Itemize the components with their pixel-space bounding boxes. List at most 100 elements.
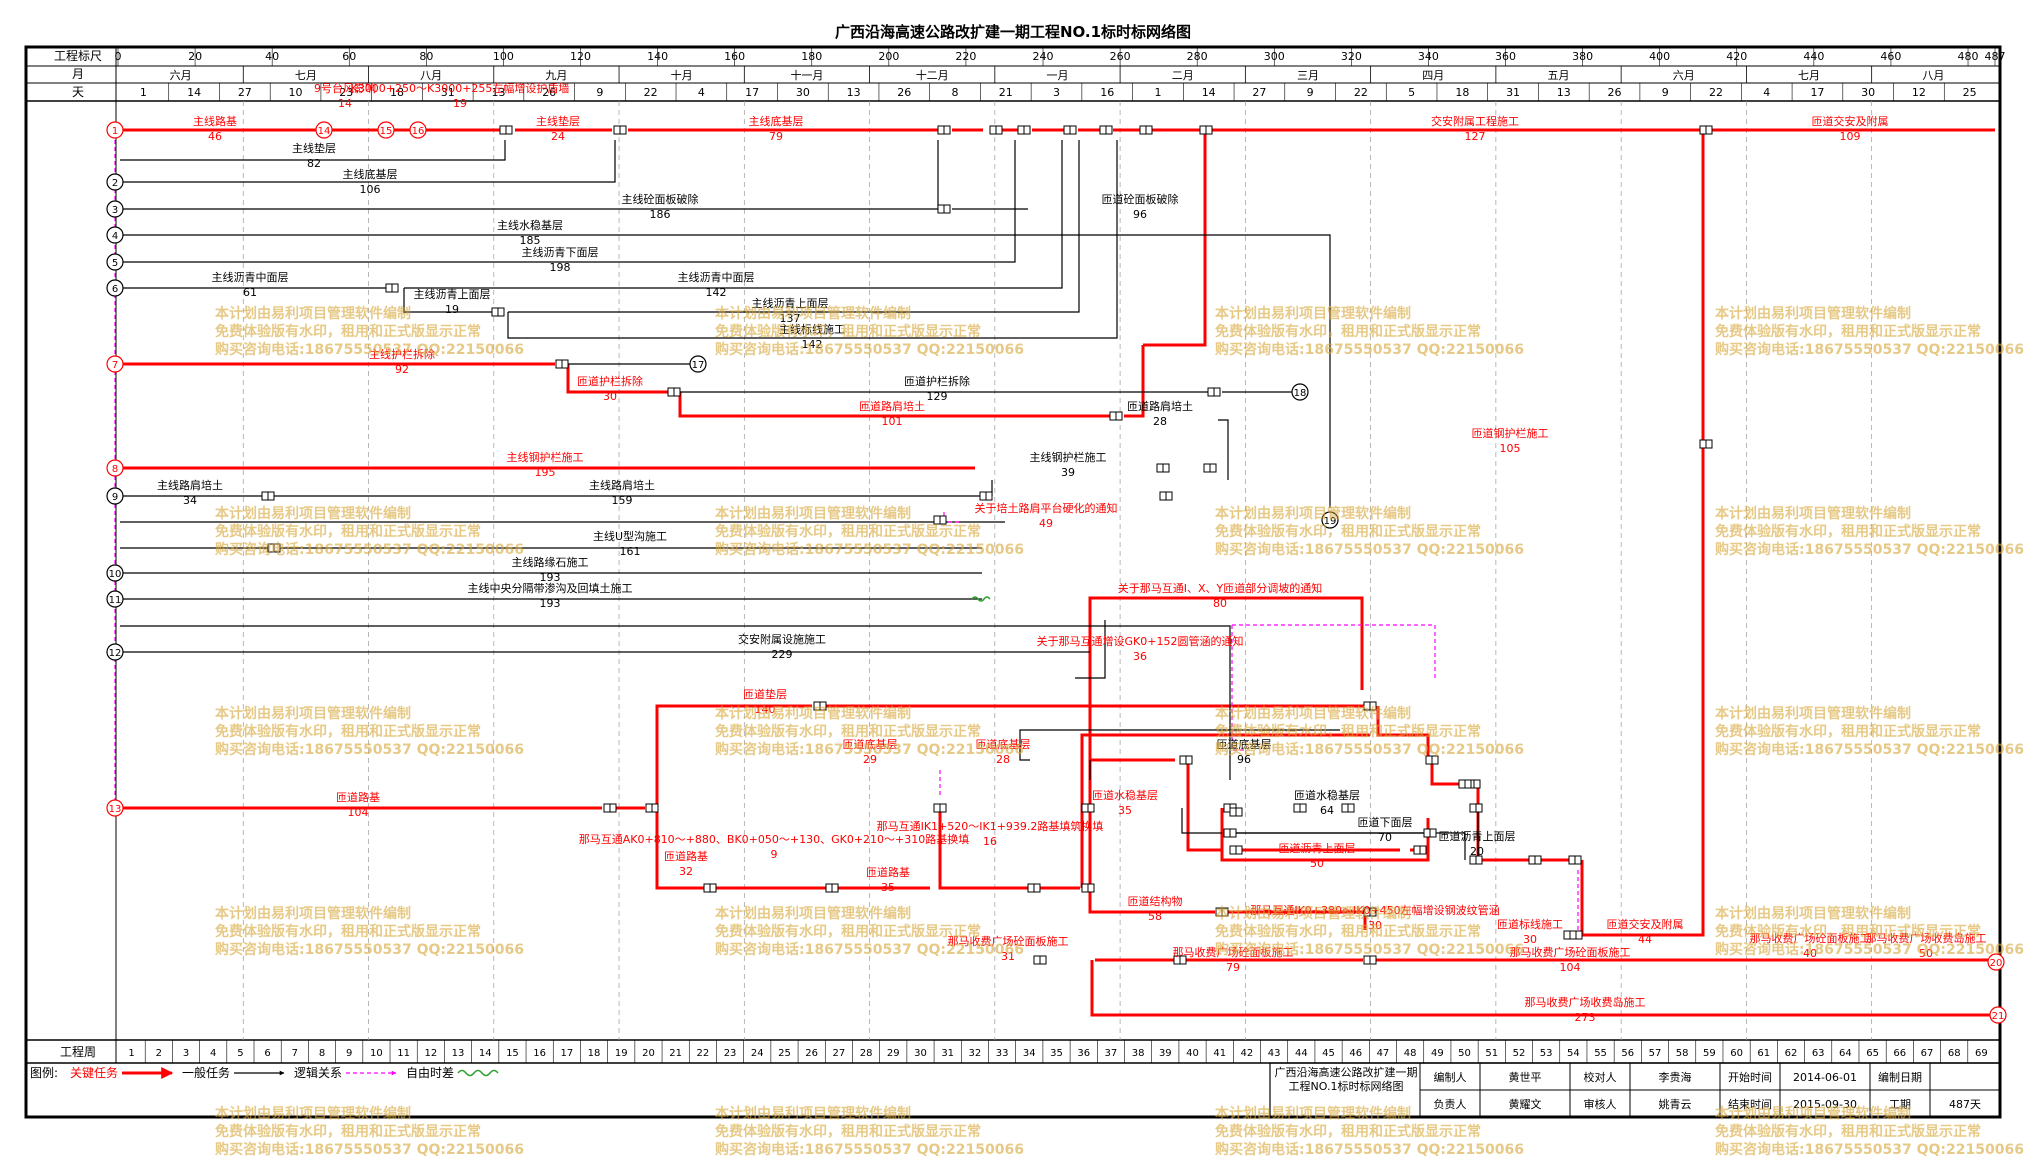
week-cell: 29 xyxy=(887,1048,900,1059)
week-cell: 2 xyxy=(156,1048,162,1059)
task-duration: 50 xyxy=(1310,857,1324,870)
start-date: 2014-06-01 xyxy=(1793,1071,1857,1084)
wave-line xyxy=(971,596,991,602)
task-duration: 19 xyxy=(445,303,459,316)
week-cell: 54 xyxy=(1567,1048,1580,1059)
task-duration: 30 xyxy=(603,390,617,403)
network-node: 1 xyxy=(106,121,124,139)
task-duration: 198 xyxy=(550,261,571,274)
normal-paths xyxy=(120,140,1479,860)
node-number: 12 xyxy=(109,648,122,659)
task-name: 主线路基 xyxy=(193,114,237,128)
task-name: 主线沥青下面层 xyxy=(522,245,599,259)
week-cell: 61 xyxy=(1757,1048,1770,1059)
week-cell: 20 xyxy=(642,1048,655,1059)
task-name: 关于培土路肩平台硬化的通知 xyxy=(975,501,1118,515)
task-name: 匝道钢护栏施工 xyxy=(1472,426,1549,440)
week-cell: 19 xyxy=(615,1048,628,1059)
task-duration: 79 xyxy=(769,130,783,143)
task-duration: 127 xyxy=(1465,130,1486,143)
network-node: 10 xyxy=(106,564,124,582)
task-duration: 32 xyxy=(679,865,693,878)
scale-tick: 320 xyxy=(1341,50,1362,63)
scale-tick: 300 xyxy=(1264,50,1285,63)
week-cell: 22 xyxy=(696,1048,709,1059)
reviewer-label: 审核人 xyxy=(1584,1097,1617,1111)
task-name: 关于那马互通增设GK0+152圆管涵的通知 xyxy=(1037,634,1244,648)
month-cell: 十月 xyxy=(671,68,693,82)
network-node: 20 xyxy=(1987,953,2005,971)
node-number: 9 xyxy=(112,492,118,503)
week-cell: 30 xyxy=(914,1048,927,1059)
scale-label: 工程标尺 xyxy=(54,48,102,63)
task-duration: 28 xyxy=(996,753,1010,766)
day-cell: 31 xyxy=(1506,86,1520,99)
network-node: 4 xyxy=(106,226,124,244)
title-block: 广西沿海高速公路改扩建一期工程NO.1标时标网络图 编制人 黄世平 校对人 李贵… xyxy=(1269,1062,2001,1118)
task-duration: 193 xyxy=(540,571,561,584)
day-cell: 9 xyxy=(1307,86,1314,99)
task-duration: 14 xyxy=(338,97,352,110)
day-cell: 26 xyxy=(1608,86,1622,99)
day-cell: 27 xyxy=(1252,86,1266,99)
task-label: 那马互通AK0+810～+880、BK0+050～+130、GK0+210～+3… xyxy=(579,832,970,861)
end-label: 结束时间 xyxy=(1728,1098,1772,1111)
task-name: 9号台风影响 xyxy=(314,81,376,95)
week-cell: 67 xyxy=(1921,1048,1934,1059)
task-duration: 34 xyxy=(183,494,197,507)
task-name: K3000+250～K3000+255左幅增设护盾墙 xyxy=(351,81,570,95)
day-cell: 22 xyxy=(1354,86,1368,99)
checker-label: 校对人 xyxy=(1584,1070,1617,1084)
day-cell: 14 xyxy=(1202,86,1216,99)
node-number: 17 xyxy=(692,360,705,371)
task-name: 匝道路基 xyxy=(336,790,380,804)
day-cell: 9 xyxy=(596,86,603,99)
week-cell: 13 xyxy=(452,1048,465,1059)
lead-label: 负责人 xyxy=(1434,1097,1467,1111)
scale-tick: 480 xyxy=(1958,50,1979,63)
task-duration: 137 xyxy=(780,312,801,325)
task-duration: 64 xyxy=(1320,804,1334,817)
week-cell: 28 xyxy=(860,1048,873,1059)
task-name: 主线标线施工 xyxy=(779,322,845,336)
task-duration: 50 xyxy=(1919,947,1933,960)
task-labels: 主线路基46主线垫层829号台风影响14K3000+250～K3000+255左… xyxy=(157,81,1987,1024)
month-cell: 六月 xyxy=(170,69,192,82)
day-cell: 1 xyxy=(140,86,147,99)
task-duration: 80 xyxy=(1213,597,1227,610)
task-duration: 101 xyxy=(882,415,903,428)
network-node: 2 xyxy=(106,173,124,191)
network-node: 13 xyxy=(106,799,124,817)
task-duration: 49 xyxy=(1039,517,1053,530)
task-name: 主线路肩培土 xyxy=(157,478,223,492)
week-cell: 48 xyxy=(1404,1048,1417,1059)
task-duration: 185 xyxy=(520,234,541,247)
week-cell: 31 xyxy=(941,1048,954,1059)
network-node: 8 xyxy=(106,459,124,477)
task-duration: 109 xyxy=(1840,130,1861,143)
week-cell: 64 xyxy=(1839,1048,1852,1059)
node-number: 4 xyxy=(112,231,118,242)
node-number: 11 xyxy=(109,595,122,606)
task-duration: 39 xyxy=(1061,466,1075,479)
node-number: 18 xyxy=(1294,388,1307,399)
week-cell: 26 xyxy=(805,1048,818,1059)
